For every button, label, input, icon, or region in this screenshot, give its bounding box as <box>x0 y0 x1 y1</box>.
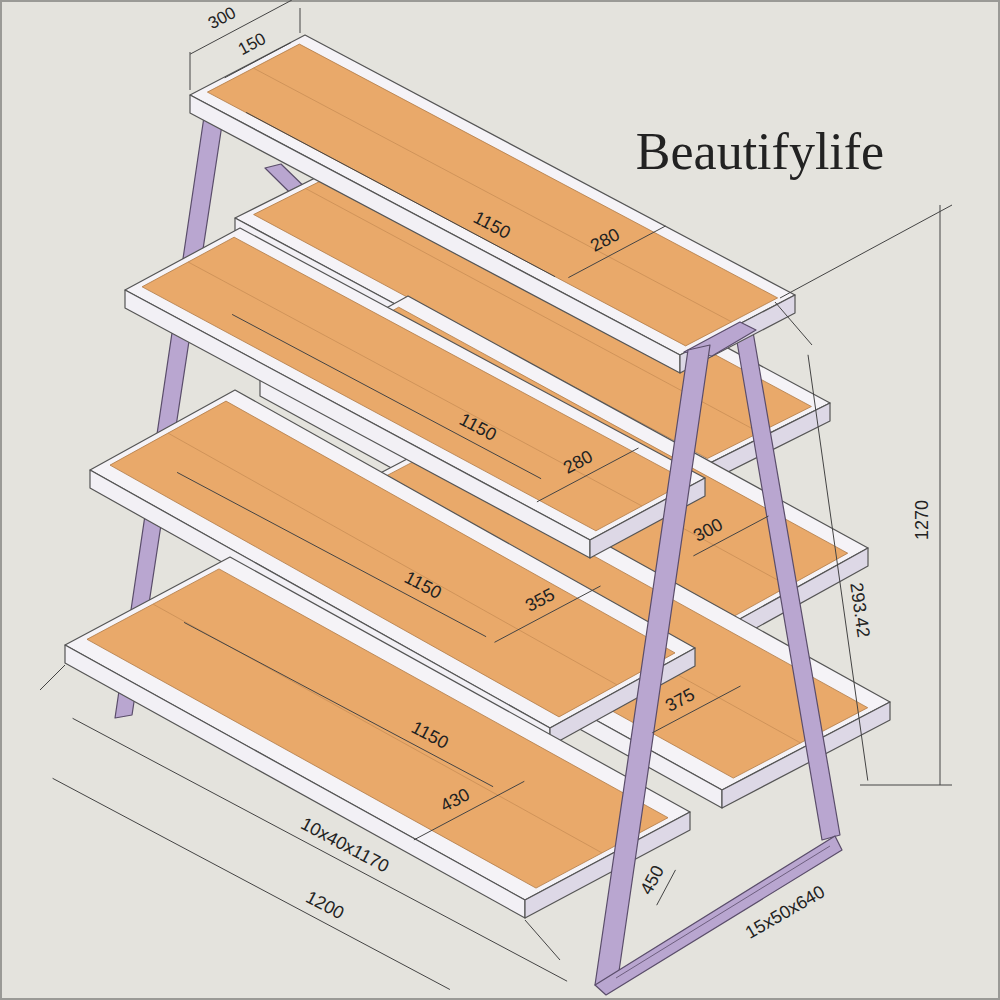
shelf-top-rim <box>65 557 690 900</box>
extension-line <box>300 8 301 33</box>
dimension-line <box>246 112 555 276</box>
frame-inner-edge <box>616 846 830 978</box>
dimension-lines <box>40 0 952 989</box>
dimension-line <box>184 622 493 786</box>
watermark-text: Beautifylife <box>636 126 884 178</box>
extension-line <box>775 302 812 345</box>
frame-base-bar <box>595 836 842 995</box>
frame-leg <box>595 345 710 985</box>
frame-leg <box>735 326 840 840</box>
dimension-line <box>495 586 601 642</box>
extension-line <box>525 920 560 960</box>
extension-line <box>860 785 952 786</box>
dimension-line <box>414 781 524 840</box>
dimension-line <box>652 686 740 733</box>
dimension-line <box>537 448 639 502</box>
extension-line <box>190 52 191 90</box>
dimension-line <box>808 355 868 781</box>
dimension-line <box>177 472 486 636</box>
wood-board <box>87 569 668 888</box>
dimension-label: 1270 <box>913 500 931 540</box>
dimension-line <box>73 718 567 981</box>
dimension-line <box>940 205 941 785</box>
plank-seam <box>153 604 602 853</box>
dimension-line <box>232 314 541 478</box>
shelf-front-edge <box>65 645 525 918</box>
dimension-line <box>53 778 450 989</box>
extension-line <box>40 665 65 690</box>
extension-line <box>780 205 952 298</box>
dimension-line <box>568 226 665 278</box>
